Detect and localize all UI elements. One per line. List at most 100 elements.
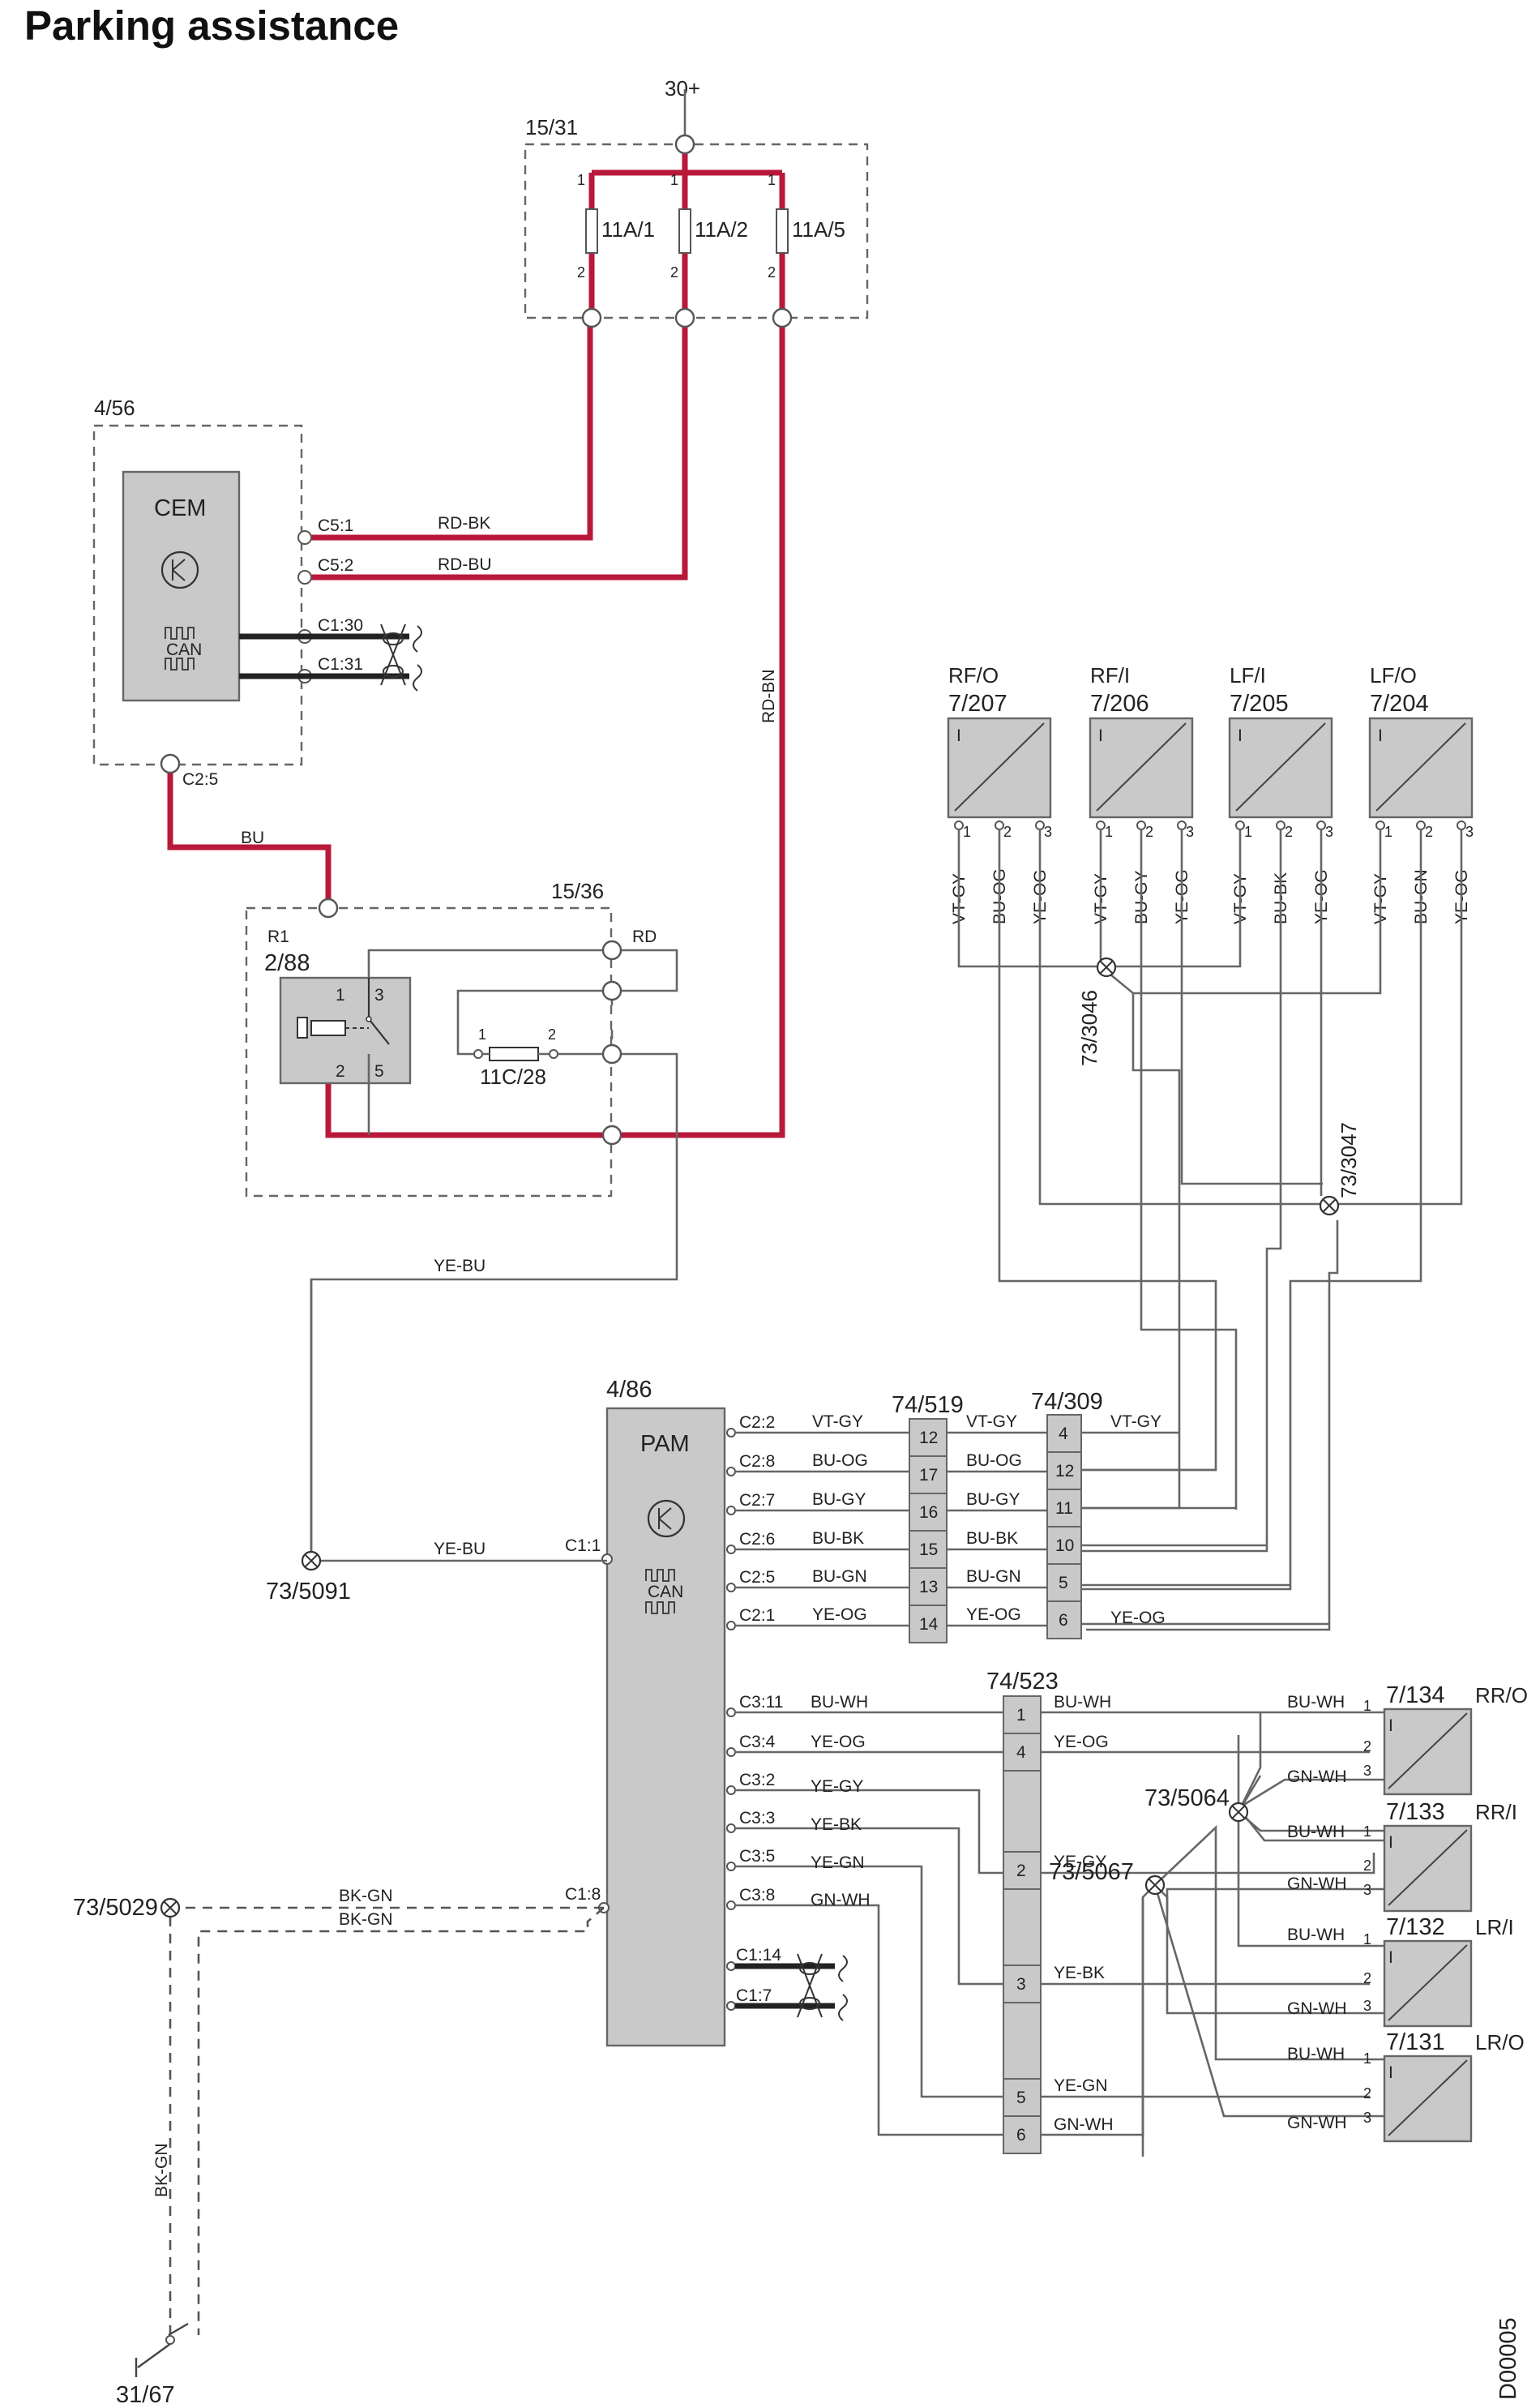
svg-text:LR/I: LR/I (1475, 1915, 1514, 1939)
svg-text:GN-WH: GN-WH (1287, 2114, 1346, 2132)
svg-text:74/309: 74/309 (1031, 1389, 1103, 1415)
svg-text:I: I (1388, 1833, 1393, 1852)
svg-text:13: 13 (919, 1578, 938, 1596)
svg-text:CAN: CAN (166, 641, 202, 659)
svg-text:1: 1 (670, 172, 678, 188)
svg-text:7/134: 7/134 (1386, 1682, 1445, 1708)
svg-text:GN-WH: GN-WH (811, 1891, 870, 1909)
connector-309-out-wires: VT-GY YE-OG (1081, 1412, 1329, 1627)
svg-text:11A/5: 11A/5 (792, 217, 845, 242)
svg-text:YE-BK: YE-BK (811, 1815, 862, 1834)
svg-text:7/132: 7/132 (1386, 1914, 1445, 1940)
svg-text:2: 2 (1363, 2085, 1371, 2102)
svg-text:2: 2 (1016, 1862, 1026, 1880)
svg-text:C3:4: C3:4 (739, 1733, 776, 1751)
svg-text:12: 12 (1055, 1462, 1074, 1480)
svg-text:C2:5: C2:5 (182, 770, 218, 789)
svg-text:BU-GN: BU-GN (812, 1567, 867, 1586)
splice-73-5067: 73/5067 (1049, 1859, 1166, 1896)
svg-text:17: 17 (919, 1466, 938, 1485)
svg-text:1: 1 (1363, 1698, 1371, 1714)
ground-label: 31/67 (116, 2382, 175, 2408)
svg-text:YE-OG: YE-OG (811, 1733, 866, 1751)
svg-text:2: 2 (1363, 1857, 1371, 1874)
svg-text:7/207: 7/207 (948, 691, 1007, 717)
svg-text:2: 2 (336, 1062, 345, 1081)
svg-text:C2:1: C2:1 (739, 1606, 775, 1625)
svg-text:2: 2 (1363, 1738, 1371, 1755)
pam-can-bus: C1:14 C1:7 (726, 1946, 848, 2021)
svg-text:GN-WH: GN-WH (1287, 1875, 1346, 1893)
svg-text:I: I (1388, 1948, 1393, 1967)
connector-74-309: 74/309 4 12 11 10 5 6 (1031, 1389, 1103, 1639)
rear-label-gn-wh: GN-WH (1054, 2115, 1113, 2134)
svg-text:73/5067: 73/5067 (1049, 1859, 1134, 1885)
svg-text:C1:30: C1:30 (318, 616, 363, 635)
svg-text:1: 1 (478, 1026, 486, 1043)
splice-73-5029: 73/5029 (73, 1895, 181, 1921)
svg-text:BU-BK: BU-BK (812, 1529, 864, 1548)
front-wire-labels: VT-GY BU-OG YE-OG VT-GY BU-GY YE-OG VT-G… (950, 868, 1471, 924)
svg-text:3: 3 (1325, 824, 1333, 840)
svg-text:C2:5: C2:5 (739, 1568, 775, 1587)
svg-text:3: 3 (1465, 824, 1474, 840)
svg-text:RF/O: RF/O (948, 663, 999, 688)
svg-text:LR/O: LR/O (1475, 2030, 1525, 2055)
svg-text:12: 12 (919, 1429, 938, 1447)
rear-label-ye-gn: YE-GN (1054, 2076, 1108, 2095)
svg-text:C3:8: C3:8 (739, 1886, 775, 1905)
svg-text:BU-WH: BU-WH (1287, 1693, 1345, 1712)
svg-text:C3:2: C3:2 (739, 1771, 775, 1789)
svg-text:73/5029: 73/5029 (73, 1895, 158, 1921)
svg-text:1: 1 (1384, 824, 1392, 840)
fuse-11a-5: 11A/5 1 2 (768, 172, 845, 281)
splice-73-3047: 73/3047 (1319, 1122, 1361, 1216)
svg-text:BU-WH: BU-WH (1287, 1926, 1345, 1944)
svg-text:73/5064: 73/5064 (1144, 1785, 1230, 1811)
svg-text:BK-GN: BK-GN (339, 1910, 393, 1929)
svg-text:11A/1: 11A/1 (601, 217, 655, 242)
svg-text:1: 1 (1363, 1931, 1371, 1947)
fuse-box: 15/31 30+ (524, 76, 869, 319)
svg-text:11A/2: 11A/2 (695, 217, 748, 242)
cem-module: 4/56 CEM CAN C5:1 C5:2 C1:30 C1:31 C2:5 (92, 396, 363, 789)
svg-text:10: 10 (1055, 1536, 1074, 1555)
svg-text:C1:31: C1:31 (318, 655, 363, 674)
front-wires (957, 829, 1463, 1631)
rear-label-ye-bk: YE-BK (1054, 1964, 1105, 1982)
svg-text:2: 2 (1425, 824, 1433, 840)
svg-text:1: 1 (1016, 1706, 1026, 1725)
rear-label-bu-wh: BU-WH (1054, 1693, 1111, 1712)
power-wires (167, 144, 785, 1138)
rear-wires (1041, 1711, 1390, 2157)
wire-label-rd-bu: RD-BU (438, 555, 492, 574)
cem-name: CEM (154, 495, 206, 521)
connector-74-523: 74/523 1 4 2 3 5 6 (986, 1669, 1059, 2154)
svg-text:BK-GN: BK-GN (339, 1887, 393, 1905)
svg-text:2: 2 (577, 264, 585, 281)
svg-text:C1:14: C1:14 (736, 1946, 781, 1965)
fuse-box-label: 15/31 (525, 115, 578, 139)
svg-text:RR/O: RR/O (1475, 1683, 1528, 1707)
svg-text:C2:2: C2:2 (739, 1413, 775, 1432)
can-bus-icon: CAN (645, 1569, 683, 1614)
svg-text:73/5091: 73/5091 (266, 1579, 351, 1605)
relay-box-label: 15/36 (551, 879, 604, 903)
svg-text:3: 3 (1016, 1975, 1026, 1994)
cem-can-bus (239, 623, 422, 692)
svg-text:1: 1 (963, 824, 971, 840)
svg-text:6: 6 (1059, 1611, 1068, 1630)
svg-text:3: 3 (374, 986, 384, 1005)
svg-text:2: 2 (1145, 824, 1153, 840)
svg-text:C3:3: C3:3 (739, 1809, 775, 1827)
fuse-11a-1: 11A/1 1 2 (577, 172, 655, 281)
transistor-icon (647, 1499, 686, 1538)
wire-label-bu: BU (241, 829, 264, 847)
svg-text:BK-GN: BK-GN (152, 2143, 171, 2197)
svg-text:YE-OG: YE-OG (1110, 1609, 1166, 1627)
connector-74-519: 74/519 12 17 16 15 13 14 (892, 1392, 964, 1643)
svg-text:7/205: 7/205 (1230, 691, 1289, 717)
